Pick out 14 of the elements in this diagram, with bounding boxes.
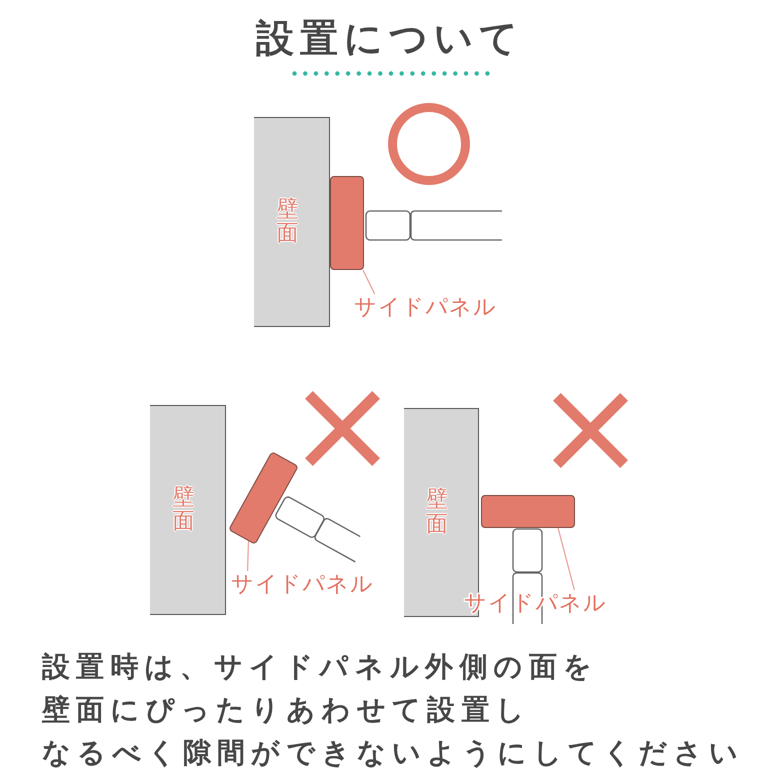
side-panel: [481, 495, 575, 528]
part-label: サイドパネル: [231, 571, 374, 599]
title: 設置について: [256, 15, 524, 62]
leader-line: [362, 270, 376, 294]
instruction-text: 設置時は、サイドパネル外側の面を壁面にぴったりあわせて設置しなるべく隙間ができないようにしてください: [42, 649, 744, 771]
leader-line: [247, 540, 250, 572]
wall: [150, 405, 226, 615]
side-panel: [330, 176, 364, 270]
leader-line: [558, 528, 575, 590]
wall: [254, 117, 330, 327]
wall-label: 壁面: [426, 488, 448, 537]
part-label: サイドパネル: [354, 294, 497, 322]
wall-label: 壁面: [172, 486, 194, 534]
wall-label: 壁面: [276, 198, 298, 246]
